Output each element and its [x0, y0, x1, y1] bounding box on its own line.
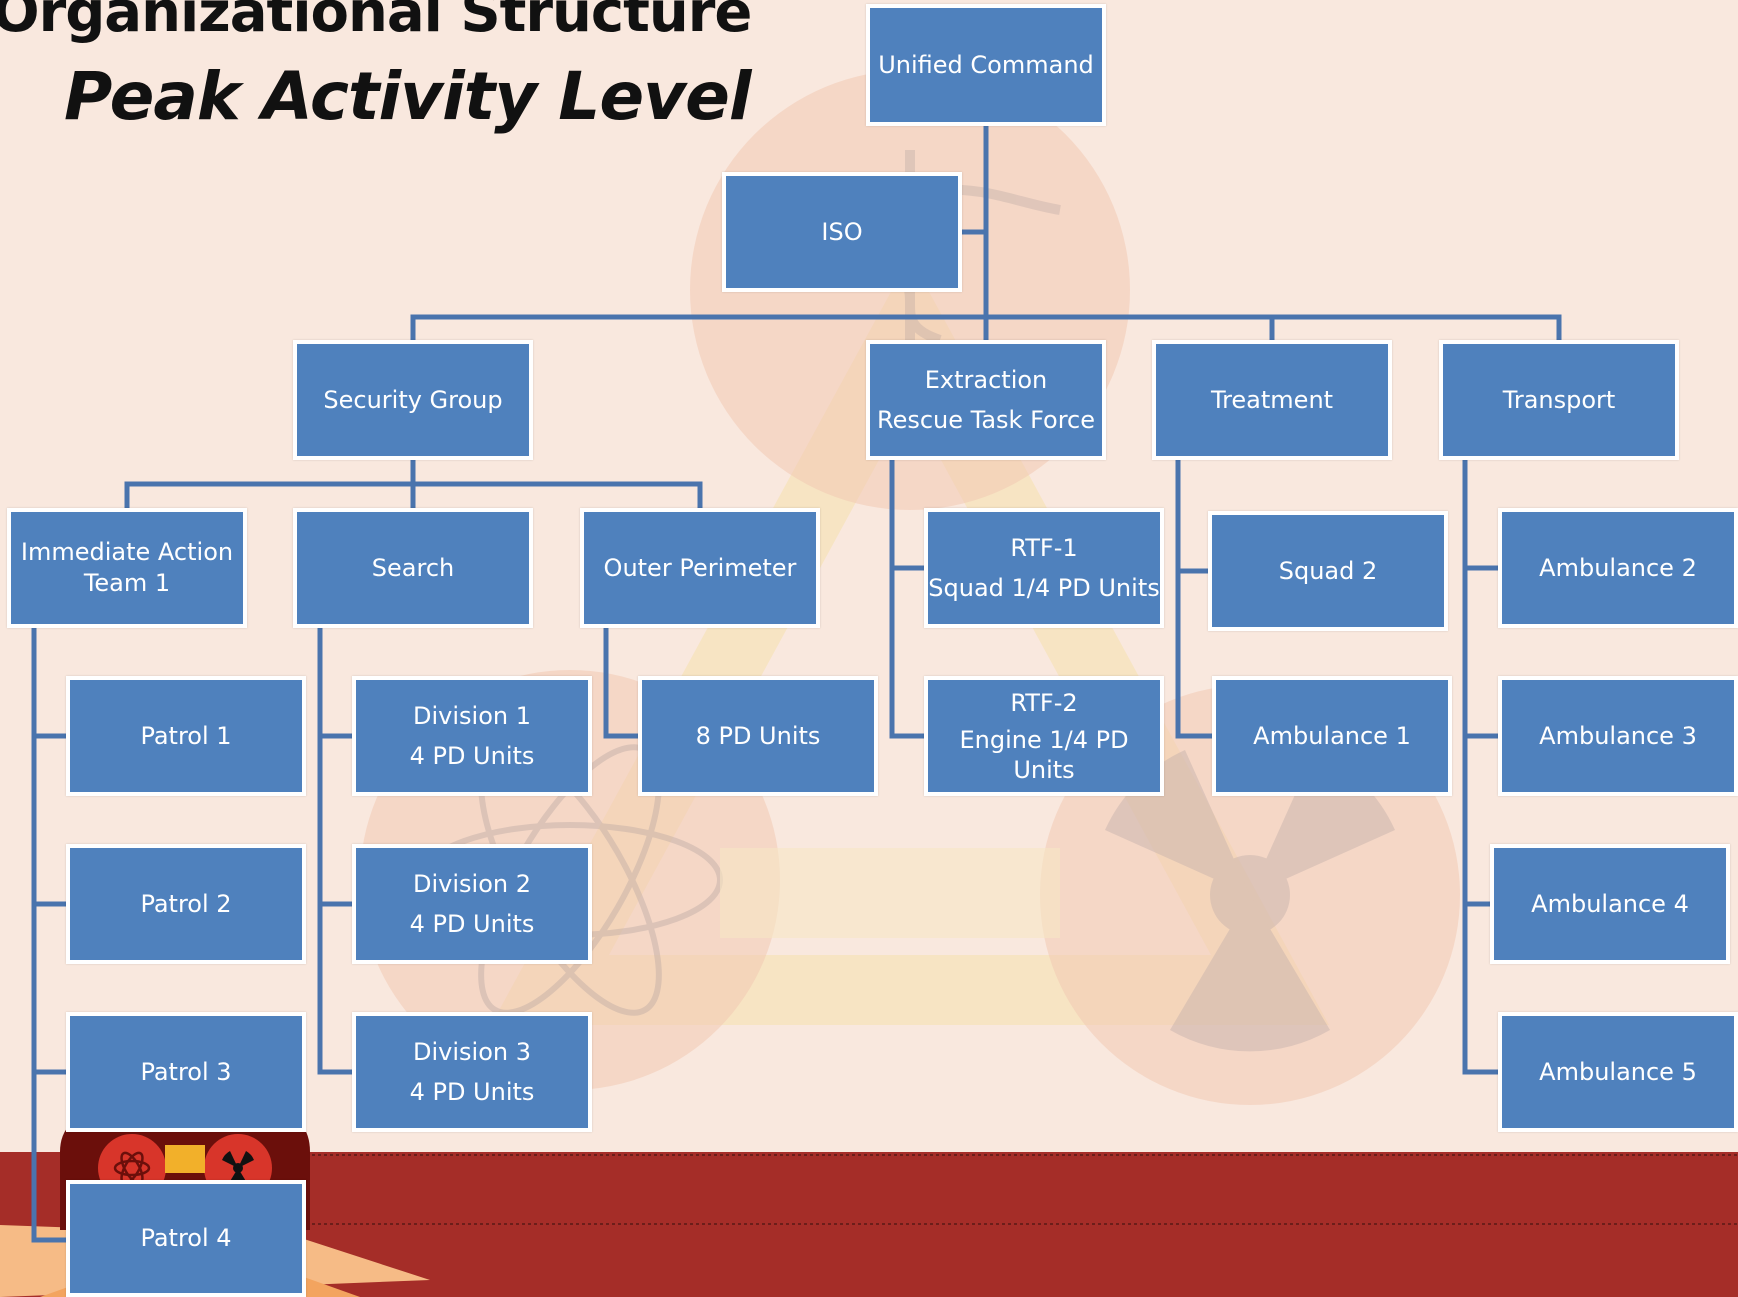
node-label: Ambulance 3 [1539, 721, 1697, 750]
node-label: Ambulance 5 [1539, 1057, 1697, 1086]
node-label-line1: Extraction [924, 365, 1048, 394]
node-label-name: RTF-2 [1010, 688, 1078, 717]
node-label-name: Division 1 [413, 701, 531, 730]
node-ambulance-5: Ambulance 5 [1498, 1012, 1738, 1132]
node-security-group: Security Group [293, 340, 533, 460]
node-division-1: Division 1 4 PD Units [352, 676, 592, 796]
node-search: Search [293, 508, 533, 628]
node-rtf-1: RTF-1 Squad 1/4 PD Units [924, 508, 1164, 628]
node-label: 8 PD Units [695, 721, 821, 750]
node-rtf-2: RTF-2 Engine 1/4 PD Units [924, 676, 1164, 796]
slide-title: Organizational Structure [0, 0, 752, 45]
node-ambulance-4: Ambulance 4 [1490, 844, 1730, 964]
node-squad-2: Squad 2 [1208, 511, 1448, 631]
node-label: Outer Perimeter [603, 553, 797, 582]
node-division-3: Division 3 4 PD Units [352, 1012, 592, 1132]
node-label: Patrol 4 [140, 1224, 232, 1253]
node-8-pd-units: 8 PD Units [638, 676, 878, 796]
node-label: Squad 2 [1278, 556, 1378, 585]
node-label: Immediate Action Team 1 [20, 537, 234, 597]
node-label: Security Group [323, 385, 503, 414]
node-label: Ambulance 4 [1531, 889, 1689, 918]
node-iso: ISO [722, 172, 962, 292]
node-label-name: RTF-1 [1010, 533, 1078, 562]
node-label-units: 4 PD Units [409, 910, 535, 938]
node-unified-command: Unified Command [866, 4, 1106, 126]
node-label: Search [371, 553, 455, 582]
node-label: ISO [821, 217, 863, 246]
node-label: Patrol 2 [140, 889, 232, 918]
node-label-detail: Engine 1/4 PD Units [959, 726, 1129, 785]
node-label-line2: Rescue Task Force [876, 406, 1096, 434]
node-extraction: Extraction Rescue Task Force [866, 340, 1106, 460]
node-ambulance-2: Ambulance 2 [1498, 508, 1738, 628]
node-label: Patrol 1 [140, 721, 232, 750]
biohazard-triangle-icon [491, 256, 1329, 1025]
node-label-units: 4 PD Units [409, 742, 535, 770]
node-label: Patrol 3 [140, 1057, 232, 1086]
node-treatment: Treatment [1152, 340, 1392, 460]
node-ambulance-1: Ambulance 1 [1212, 676, 1452, 796]
node-patrol-3: Patrol 3 [66, 1012, 306, 1132]
node-label: Ambulance 2 [1539, 553, 1697, 582]
node-patrol-1: Patrol 1 [66, 676, 306, 796]
node-patrol-4: Patrol 4 [66, 1180, 306, 1297]
node-outer-perimeter: Outer Perimeter [580, 508, 820, 628]
node-label-detail: Squad 1/4 PD Units [928, 574, 1160, 602]
node-label: Treatment [1210, 385, 1334, 414]
node-label-name: Division 2 [413, 869, 531, 898]
node-label: Ambulance 1 [1253, 721, 1411, 750]
node-ambulance-3: Ambulance 3 [1498, 676, 1738, 796]
slide-subtitle: Peak Activity Level [64, 58, 752, 135]
node-label: Unified Command [878, 50, 1094, 79]
node-patrol-2: Patrol 2 [66, 844, 306, 964]
node-transport: Transport [1439, 340, 1679, 460]
node-label: Transport [1502, 385, 1616, 414]
node-label-units: 4 PD Units [409, 1078, 535, 1106]
node-division-2: Division 2 4 PD Units [352, 844, 592, 964]
node-immediate-action-team: Immediate Action Team 1 [7, 508, 247, 628]
node-label-name: Division 3 [413, 1037, 531, 1066]
